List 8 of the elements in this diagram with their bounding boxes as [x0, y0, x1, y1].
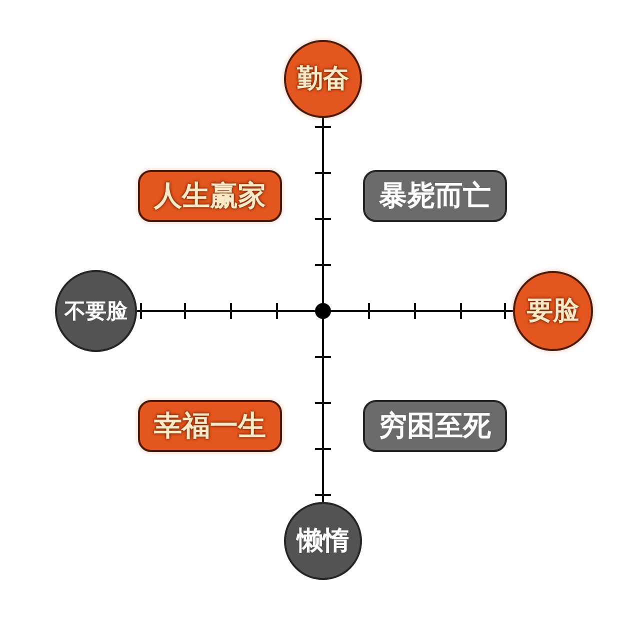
quadrant-box: 幸福一生 — [138, 400, 282, 452]
quadrant-box: 人生赢家 — [138, 170, 282, 222]
label-circle: 不要脸 — [55, 270, 137, 352]
quadrant-box: 穷困至死 — [363, 400, 507, 452]
label-circle: 要脸 — [513, 271, 593, 351]
quadrant-box: 暴毙而亡 — [363, 170, 507, 222]
label-circle: 懒惰 — [284, 502, 362, 580]
label-circle: 勤奋 — [284, 40, 362, 118]
